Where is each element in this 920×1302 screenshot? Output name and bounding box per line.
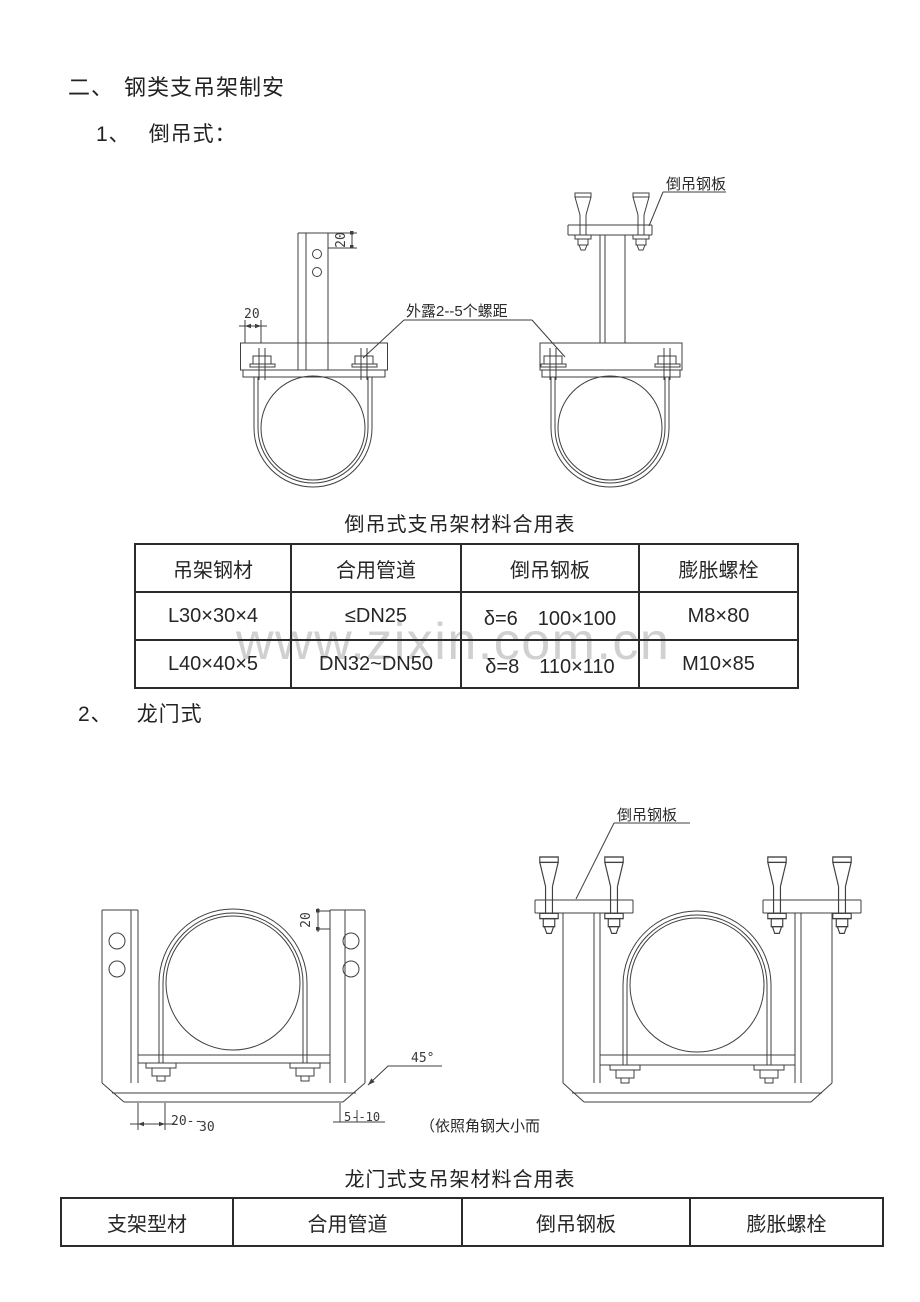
dim-20-top: 20	[334, 232, 349, 248]
cell: M8×80	[638, 591, 799, 641]
figure-gantry: 20 20-- 30 45°	[101, 806, 862, 1135]
figure-inverted-hanger: 20 20 外露2--5个螺距	[239, 175, 726, 488]
table-gantry-materials: 支架型材 合用管道 倒吊钢板 膨胀螺栓	[60, 1197, 884, 1247]
expansion-anchor	[632, 192, 650, 251]
dim-5-10: 5--10	[344, 1110, 380, 1124]
table-header-row: 吊架钢材 合用管道 倒吊钢板 膨胀螺栓	[134, 543, 799, 593]
header-cell: 倒吊钢板	[460, 543, 640, 593]
cell: L30×30×4	[134, 591, 292, 641]
dim-20-30-sub: 30	[199, 1120, 215, 1135]
expansion-anchor	[604, 856, 624, 935]
dim-20-30-main: 20--	[171, 1114, 202, 1129]
ceiling-plate	[762, 899, 862, 914]
dim-20-left: 20	[244, 307, 260, 322]
header-cell: 膨胀螺栓	[638, 543, 799, 593]
plate-label-fig2: 倒吊钢板	[617, 806, 677, 824]
thread-exposure-note: 外露2--5个螺距	[406, 303, 508, 320]
chamfer-angle-label: 45°	[411, 1051, 434, 1066]
drawing-inverted-hanger-right	[539, 192, 683, 488]
cell: L40×40×5	[134, 639, 292, 689]
expansion-anchor	[832, 856, 852, 935]
pipe-circle	[629, 917, 765, 1053]
section-heading: 二、钢类支吊架制安	[68, 70, 285, 102]
section-number: 二、	[68, 75, 115, 100]
bolt-hole	[108, 932, 126, 950]
table1-title: 倒吊式支吊架材料合用表	[344, 514, 576, 536]
pipe-circle	[557, 375, 663, 481]
item1-heading: 1、倒吊式：	[96, 118, 237, 148]
pipe-circle	[165, 915, 301, 1051]
header-cell: 合用管道	[290, 543, 462, 593]
bolt-hole	[342, 932, 360, 950]
header-cell: 合用管道	[232, 1197, 463, 1247]
drawing-gantry-right	[534, 856, 862, 1103]
table-row: L30×30×4 ≤DN25 δ=6 100×100 M8×80	[134, 591, 799, 641]
ceiling-plate	[534, 899, 634, 914]
header-cell: 支架型材	[60, 1197, 234, 1247]
cell: DN32~DN50	[290, 639, 462, 689]
cell: δ=8 110×110	[460, 639, 640, 689]
item1-title: 倒吊式：	[148, 123, 237, 146]
cell: M10×85	[638, 639, 799, 689]
bolt-hole	[312, 249, 322, 259]
dim-20-fig2: 20	[299, 912, 314, 928]
item1-number: 1、	[96, 123, 131, 146]
drawing-inverted-hanger-left: 20 20	[239, 231, 388, 488]
item2-heading: 2、龙门式	[78, 698, 203, 728]
expansion-anchor	[539, 856, 559, 935]
table2-title: 龙门式支吊架材料合用表	[344, 1169, 576, 1191]
header-cell: 吊架钢材	[134, 543, 292, 593]
drawing-gantry-left: 20 20-- 30 45°	[101, 908, 540, 1135]
item2-number: 2、	[78, 703, 113, 726]
table-row: L40×40×5 DN32~DN50 δ=8 110×110 M10×85	[134, 639, 799, 689]
section-title: 钢类支吊架制安	[124, 75, 286, 100]
angle-steel-note: （依照角钢大小而	[420, 1118, 540, 1135]
expansion-anchor	[574, 192, 592, 251]
item2-title: 龙门式	[136, 703, 203, 726]
header-cell: 膨胀螺栓	[689, 1197, 884, 1247]
bolt-hole	[108, 960, 126, 978]
header-cell: 倒吊钢板	[461, 1197, 691, 1247]
expansion-anchor	[767, 856, 787, 935]
plate-label-fig1: 倒吊钢板	[666, 175, 726, 193]
table-inverted-hanger-materials: 吊架钢材 合用管道 倒吊钢板 膨胀螺栓 L30×30×4 ≤DN25 δ=6 1…	[134, 543, 799, 689]
bolt-hole	[312, 267, 322, 277]
table-header-row: 支架型材 合用管道 倒吊钢板 膨胀螺栓	[60, 1197, 884, 1247]
cell: ≤DN25	[290, 591, 462, 641]
pipe-circle	[260, 375, 366, 481]
bolt-hole	[342, 960, 360, 978]
ceiling-plate	[567, 224, 653, 236]
cell: δ=6 100×100	[460, 591, 640, 641]
